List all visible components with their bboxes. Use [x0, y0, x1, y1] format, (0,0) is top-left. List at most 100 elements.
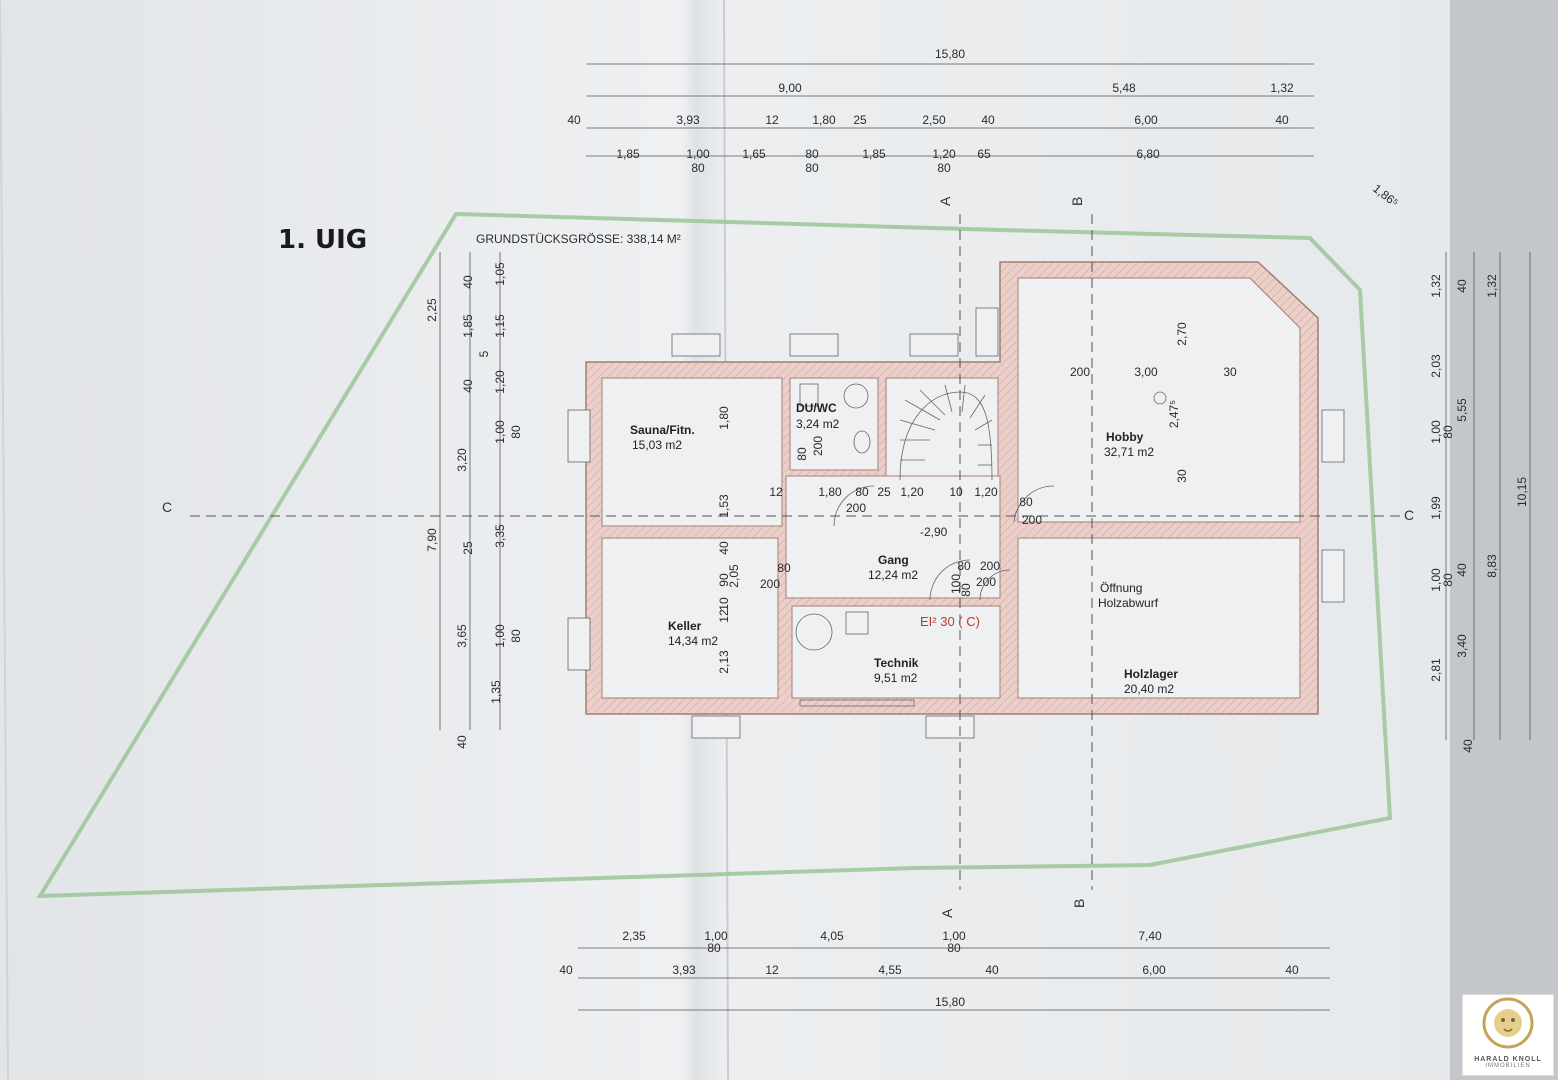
dim-top-row4: 80	[937, 161, 951, 175]
dim-inner: 80	[957, 559, 971, 573]
opening-note-1: Öffnung	[1100, 581, 1142, 595]
dim-inner: 10	[949, 485, 963, 499]
dim-inner: 10	[717, 597, 731, 611]
dim-bottom-row1: 4,05	[820, 929, 844, 943]
dimension-lines	[439, 63, 1531, 1011]
dim-left-col4: 80	[509, 629, 523, 643]
dim-bottom-row1: 1,00	[704, 929, 728, 943]
dim-inner: 1,20	[974, 485, 998, 499]
dim-left-col1: 7,90	[425, 528, 439, 552]
dim-right-col1: 1,99	[1429, 496, 1443, 520]
dim-top-row4: 6,80	[1136, 147, 1160, 161]
dim-top-row3: 12	[765, 113, 779, 127]
dim-top-row4: 1,85	[862, 147, 886, 161]
dim-bottom-row2: 40	[1285, 963, 1299, 977]
dim-inner: 80	[1019, 495, 1033, 509]
dim-inner: 200	[1022, 513, 1042, 527]
dim-left-col4: 1,15	[493, 314, 507, 338]
dim-inner: 200	[1070, 365, 1090, 379]
bathroom-fixtures	[799, 383, 871, 454]
dim-left-col3: 1,35	[489, 680, 503, 704]
dim-inner: 2,05	[727, 564, 741, 588]
section-lines	[190, 214, 1400, 890]
dim-left-col4: 1,00	[493, 420, 507, 444]
dim-left-col4: 3,35	[493, 524, 507, 548]
dim-top-row2: 1,32	[1270, 81, 1294, 95]
svg-text:20,40 m2: 20,40 m2	[1124, 682, 1174, 696]
dim-inner: 100	[949, 574, 963, 594]
svg-text:32,71 m2: 32,71 m2	[1104, 445, 1154, 459]
dim-inner: 200	[976, 575, 996, 589]
dim-top-row2: 9,00	[778, 81, 802, 95]
svg-text:15,03 m2: 15,03 m2	[632, 438, 682, 452]
dim-right-col2: 5,55	[1455, 398, 1469, 422]
dim-top-row4: 80	[691, 161, 705, 175]
room-sauna: Sauna/Fitn. 15,03 m2	[630, 423, 695, 452]
svg-text:A: A	[937, 196, 953, 206]
dim-top-row4: 80	[805, 147, 819, 161]
dim-inner: 80	[959, 583, 973, 597]
dim-inner: 80	[795, 447, 809, 461]
dim-inner: 2,70	[1175, 322, 1189, 346]
dim-top-row3: 1,80	[812, 113, 836, 127]
dim-top-row3: 40	[1275, 113, 1289, 127]
dim-inner: 1,80	[818, 485, 842, 499]
dim-left-col2: 3,20	[455, 448, 469, 472]
dim-top-row2: 5,48	[1112, 81, 1136, 95]
dim-left-col2: 2,25	[425, 298, 439, 322]
dim-right-col1: 1,32	[1429, 274, 1443, 298]
dim-bottom-row1: 2,35	[622, 929, 646, 943]
svg-text:Gang: Gang	[878, 553, 909, 567]
level-mark: -2,90	[920, 525, 948, 539]
lion-icon	[1482, 997, 1534, 1049]
dim-inner: 2,13	[717, 650, 731, 674]
dim-inner: 1,53	[717, 494, 731, 518]
dim-left-col2: 40	[455, 735, 469, 749]
dim-left-col4: 1,05	[493, 262, 507, 286]
dim-bottom-row2: 40	[559, 963, 573, 977]
svg-text:A: A	[939, 908, 955, 918]
dim-left-col3: 40	[461, 379, 475, 393]
room-keller: Keller 14,34 m2	[668, 619, 718, 648]
dim-bottom-total: 15,80	[935, 995, 965, 1009]
dim-left-col3: 5	[477, 350, 491, 357]
dim-right-col1: 2,03	[1429, 354, 1443, 378]
windows	[567, 307, 1345, 739]
logo-name: HARALD KNOLL	[1474, 1056, 1542, 1063]
building-walls	[585, 261, 1319, 715]
dim-left-col4: 1,20	[493, 370, 507, 394]
plot-boundary	[36, 211, 1393, 899]
dim-inner: 12	[717, 609, 731, 623]
dim-inner: 30	[1223, 365, 1237, 379]
dim-top-row4: 1,85	[616, 147, 640, 161]
dim-inner: 12	[769, 485, 783, 499]
svg-text:3,24 m2: 3,24 m2	[796, 417, 840, 431]
dim-top-row4: 1,20	[932, 147, 956, 161]
svg-text:Holzlager: Holzlager	[1124, 667, 1178, 681]
door-swings	[833, 485, 1055, 601]
dim-bottom-row2: 3,93	[672, 963, 696, 977]
dim-left-col4: 1,00	[493, 624, 507, 648]
svg-text:DU/WC: DU/WC	[796, 401, 837, 415]
svg-text:12,24 m2: 12,24 m2	[868, 568, 918, 582]
dim-right-col3: 8,83	[1485, 554, 1499, 578]
svg-text:C: C	[1404, 507, 1414, 523]
dim-inner: 1,20	[900, 485, 924, 499]
dim-inner: 40	[717, 541, 731, 555]
company-logo: HARALD KNOLL IMMOBILIEN	[1462, 994, 1554, 1076]
dim-inner: 30	[1175, 469, 1189, 483]
dim-left-col3: 1,85	[461, 314, 475, 338]
dim-top-row3: 2,50	[922, 113, 946, 127]
svg-text:9,51 m2: 9,51 m2	[874, 671, 918, 685]
dim-right-col1: 2,81	[1429, 658, 1443, 682]
dim-inner: 80	[855, 485, 869, 499]
dim-right-col1: 80	[1441, 425, 1455, 439]
dim-inner: 25	[877, 485, 891, 499]
room-technik: Technik 9,51 m2	[874, 656, 919, 685]
dim-right-col4: 10,15	[1515, 477, 1529, 507]
dim-top-row4: 1,00	[686, 147, 710, 161]
plot-size-label: GRUNDSTÜCKSGRÖSSE: 338,14 M²	[476, 232, 681, 246]
dim-bottom-row2: 4,55	[878, 963, 902, 977]
dim-bottom-row1: 7,40	[1138, 929, 1162, 943]
